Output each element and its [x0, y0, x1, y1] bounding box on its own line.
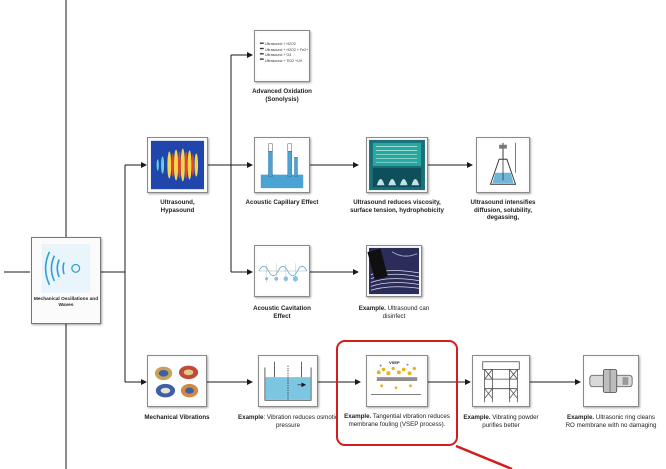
node-mechanical-vibrations[interactable] [147, 355, 207, 407]
capillary-label: Acoustic Capillary Effect [245, 199, 319, 206]
vsep-image-caption: VSEP [389, 360, 400, 365]
reduces-viscosity-image [369, 139, 425, 191]
oxidation-legend-4: Ultrasound + TiO2 +UV [265, 58, 303, 63]
disinfect-prefix: Example. [358, 305, 386, 312]
node-vibrating-powder[interactable] [472, 355, 530, 407]
ultrasonic-ring-image [586, 357, 636, 405]
node-acoustic-capillary[interactable] [254, 137, 310, 193]
capillary-image [256, 139, 308, 191]
osmotic-prefix: Example [238, 414, 264, 421]
node-advanced-oxidation[interactable]: Ultrasound + H2O2 Ultrasound + H2O2 + Fe… [254, 30, 310, 82]
ring-text: Ultrasonic ring cleans RO membrane with … [565, 414, 657, 429]
ultrasound-label: Ultrasound, Hypasound [160, 199, 195, 214]
ring-prefix: Example. [566, 414, 595, 421]
oxidation-legend-3: Ultrasound + O3 [265, 53, 292, 57]
vsep-highlight-frame [336, 340, 458, 446]
sound-wave-icon [41, 244, 91, 293]
node-acoustic-cavitation[interactable] [254, 245, 310, 297]
cavitation-label: Acoustic Cavitation Effect [253, 305, 311, 320]
ring-label: Example. Ultrasonic ring cleans RO membr… [565, 414, 657, 429]
powder-tower-image [475, 357, 527, 405]
osmotic-label: Example: Vibration reduces osmotic press… [236, 414, 340, 429]
node-vsep-process[interactable]: VSEP [366, 355, 428, 407]
oxidation-legend-1: Ultrasound + H2O2 [265, 42, 296, 46]
callout-line [455, 444, 513, 469]
osmotic-tank-image [261, 357, 315, 405]
advanced-oxidation-label: Advanced Oxidation (Sonolysis) [252, 88, 312, 103]
node-ultrasonic-ring[interactable] [583, 355, 639, 407]
ultrasound-heatmap-image [150, 140, 205, 190]
oxidation-legend-2: Ultrasound + H2O2 + Fe2+ [265, 47, 309, 52]
vibration-modes-image [150, 357, 204, 405]
cavitation-wave-image [257, 247, 308, 295]
disinfect-label: Example. Ultrasound can disinfect [354, 305, 434, 320]
vsep-label: Example. Tangential vibration reduces me… [340, 413, 454, 428]
flask-image [478, 139, 528, 191]
osmotic-text: : Vibration reduces osmotic pressure [263, 414, 338, 429]
node-ultrasound[interactable] [147, 137, 208, 193]
vsep-prefix: Example. [344, 413, 372, 420]
node-mechanical-oscillations[interactable] [31, 237, 101, 324]
intensifies-label: Ultrasound intensifies diffusion, solubi… [470, 199, 536, 222]
vsep-text: Tangential vibration reduces membrane fo… [348, 413, 450, 428]
disinfect-image [367, 247, 420, 295]
vsep-image [369, 357, 425, 405]
powder-label: Example. Vibrating powder purifies bette… [461, 414, 541, 429]
disinfect-text: Ultrasound can disinfect [382, 305, 430, 320]
oxidation-legend-image [257, 32, 307, 80]
mechanical-vibrations-label: Mechanical Vibrations [144, 414, 210, 421]
reduces-label: Ultrasound reduces viscosity, surface te… [350, 199, 444, 214]
root-label: Mechanical Oscillations and Waves [33, 297, 99, 308]
node-disinfect[interactable] [366, 245, 422, 297]
powder-prefix: Example. [463, 414, 491, 421]
node-ultrasound-reduces[interactable] [366, 137, 428, 193]
node-osmotic-pressure[interactable] [258, 355, 318, 407]
node-ultrasound-intensifies[interactable] [476, 137, 530, 193]
powder-text: Vibrating powder purifies better [482, 414, 539, 429]
